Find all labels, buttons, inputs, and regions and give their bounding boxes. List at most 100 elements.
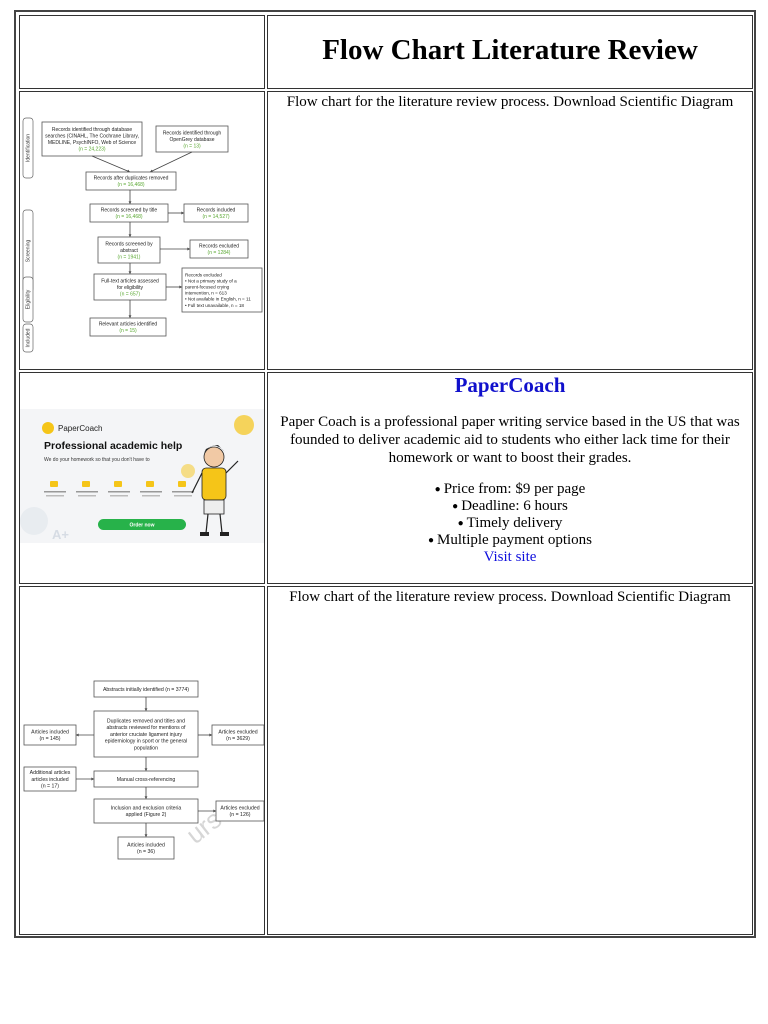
feature-item: ●Deadline: 6 hours bbox=[268, 498, 752, 515]
exclusion-reasons-text: • Full text unavailable, n = 18 bbox=[185, 303, 244, 308]
screened-abstract-text: (n = 1941) bbox=[118, 254, 141, 260]
articles-excluded-right-text: (n = 3629) bbox=[226, 736, 250, 742]
exclusion-reasons-text: parent-focused crying bbox=[185, 285, 230, 290]
order-now-label: Order now bbox=[129, 523, 154, 529]
articles-excluded-right-text: Articles excluded bbox=[218, 730, 257, 736]
feature-text-line bbox=[174, 495, 192, 497]
exclusion-reasons-text: • Not available in English, n = 11 bbox=[185, 297, 251, 302]
phase-label: Identification bbox=[25, 134, 31, 162]
banner-headline: Professional academic help bbox=[44, 440, 182, 452]
prisma-flow-diagram: IdentificationScreeningEligibilityInclud… bbox=[20, 92, 264, 369]
feature-text-line bbox=[76, 491, 98, 493]
full-text-assessed-text: for eligibility bbox=[117, 285, 144, 291]
grey-records-text: Records identified through bbox=[163, 130, 222, 136]
abstracts-identified-text: Abstracts initially identified (n = 3774… bbox=[103, 687, 189, 693]
duplicates-removed-text: (n = 16,468) bbox=[117, 182, 144, 188]
page-title: Flow Chart Literature Review bbox=[268, 34, 752, 67]
manual-cross-referencing-text: Manual cross-referencing bbox=[117, 777, 176, 783]
header-title-cell: Flow Chart Literature Review bbox=[267, 15, 753, 89]
feature-text-line bbox=[142, 495, 160, 497]
records-included-text: (n = 14,527) bbox=[202, 214, 229, 220]
decor-circle bbox=[181, 464, 195, 478]
db-records-text: (n = 24,223) bbox=[78, 147, 105, 153]
relevant-articles-text: Relevant articles identified bbox=[99, 322, 158, 328]
character-shorts bbox=[204, 500, 224, 514]
feature-text-line bbox=[78, 495, 96, 497]
full-text-assessed-text: (n = 657) bbox=[120, 291, 140, 297]
header-empty-cell bbox=[19, 15, 265, 89]
feature-icon bbox=[50, 481, 58, 487]
inclusion-criteria-text: Inclusion and exclusion criteria bbox=[111, 806, 182, 812]
feature-text-line bbox=[140, 491, 162, 493]
phase-label: Eligibility bbox=[25, 289, 31, 309]
decor-circle bbox=[234, 415, 254, 435]
exclusion-reasons-text: • Not a primary study of a bbox=[185, 278, 237, 283]
db-records-text: searches (CINAHL, The Cochrane Library, bbox=[45, 134, 139, 140]
db-records-text: Records identified through database bbox=[52, 127, 133, 133]
records-excluded-text: (n = 1284) bbox=[208, 250, 231, 256]
feature-item: ●Price from: $9 per page bbox=[268, 481, 752, 498]
grey-records-text: OpenGrey database bbox=[169, 137, 214, 143]
papercoach-info-cell: PaperCoach Paper Coach is a professional… bbox=[267, 372, 753, 584]
caption-cell-2: Flow chart of the literature review proc… bbox=[267, 586, 753, 935]
articles-excluded-2-text: (n = 126) bbox=[230, 812, 251, 818]
character-head bbox=[204, 447, 224, 467]
character-body bbox=[202, 468, 226, 500]
additional-articles-text: (n = 17) bbox=[41, 784, 59, 790]
feature-item: ●Timely delivery bbox=[268, 515, 752, 532]
feature-icon bbox=[82, 481, 90, 487]
exclusion-reasons-text: Records excluded bbox=[185, 272, 222, 277]
screened-title-text: Records screened by title bbox=[101, 208, 158, 214]
feature-icon bbox=[146, 481, 154, 487]
feature-icon bbox=[178, 481, 186, 487]
inclusion-criteria-text: applied (Figure 2) bbox=[126, 812, 167, 818]
diagram-caption: Flow chart for the literature review pro… bbox=[268, 94, 752, 111]
caption-cell-1: Flow chart for the literature review pro… bbox=[267, 91, 753, 370]
banner-subline: We do your homework so that you don't ha… bbox=[44, 457, 150, 463]
records-included-text: Records included bbox=[197, 208, 236, 214]
screened-abstract-text: abstract bbox=[120, 248, 138, 254]
articles-included-left-text: (n = 145) bbox=[40, 736, 61, 742]
records-excluded-text: Records excluded bbox=[199, 244, 239, 250]
papercoach-description: Paper Coach is a professional paper writ… bbox=[274, 413, 746, 467]
duplicates-reviewed-text: abstracts reviewed for mentions of bbox=[106, 725, 186, 731]
diagram-caption: Flow chart of the literature review proc… bbox=[268, 589, 752, 606]
grade-watermark: A+ bbox=[52, 527, 69, 542]
banner-brand: PaperCoach bbox=[58, 424, 102, 433]
exclusion-reasons-text: intervention, n = 613 bbox=[185, 291, 227, 296]
visit-site-link[interactable]: Visit site bbox=[484, 549, 537, 565]
character-shoe bbox=[220, 532, 229, 536]
relevant-articles-text: (n = 15) bbox=[119, 328, 137, 334]
feature-text-line bbox=[172, 491, 194, 493]
duplicates-reviewed-text: population bbox=[134, 745, 158, 751]
feature-text-line bbox=[46, 495, 64, 497]
feature-text-line bbox=[108, 491, 130, 493]
duplicates-reviewed-text: epidemiology in sport or the general bbox=[105, 739, 187, 745]
main-table: Flow Chart Literature Review Identificat… bbox=[14, 10, 756, 938]
duplicates-reviewed-text: Duplicates removed and titles and bbox=[107, 718, 185, 724]
feature-list: ●Price from: $9 per page ●Deadline: 6 ho… bbox=[268, 481, 752, 566]
brand-logo-icon bbox=[42, 422, 54, 434]
character-shoe bbox=[200, 532, 209, 536]
db-records-text: MEDLINE, PsychINFO, Web of Science bbox=[48, 140, 136, 146]
phase-label: Included bbox=[25, 328, 31, 347]
feature-text-line bbox=[44, 491, 66, 493]
full-text-assessed-text: Full-text articles assessed bbox=[101, 278, 159, 284]
screened-abstract-text: Records screened by bbox=[105, 241, 153, 247]
duplicates-removed-text: Records after duplicates removed bbox=[94, 176, 169, 182]
duplicates-reviewed-text: anterior cruciate ligament injury bbox=[110, 732, 182, 738]
articles-included-left-text: Articles included bbox=[31, 730, 69, 736]
feature-text-line bbox=[110, 495, 128, 497]
additional-articles-text: articles included bbox=[31, 777, 68, 783]
additional-articles-text: Additional articles bbox=[30, 770, 71, 776]
phase-label: Screening bbox=[25, 240, 31, 263]
papercoach-title: PaperCoach bbox=[268, 373, 752, 398]
feature-icon bbox=[114, 481, 122, 487]
decor-circle bbox=[20, 507, 48, 535]
diagram-background bbox=[20, 587, 264, 934]
